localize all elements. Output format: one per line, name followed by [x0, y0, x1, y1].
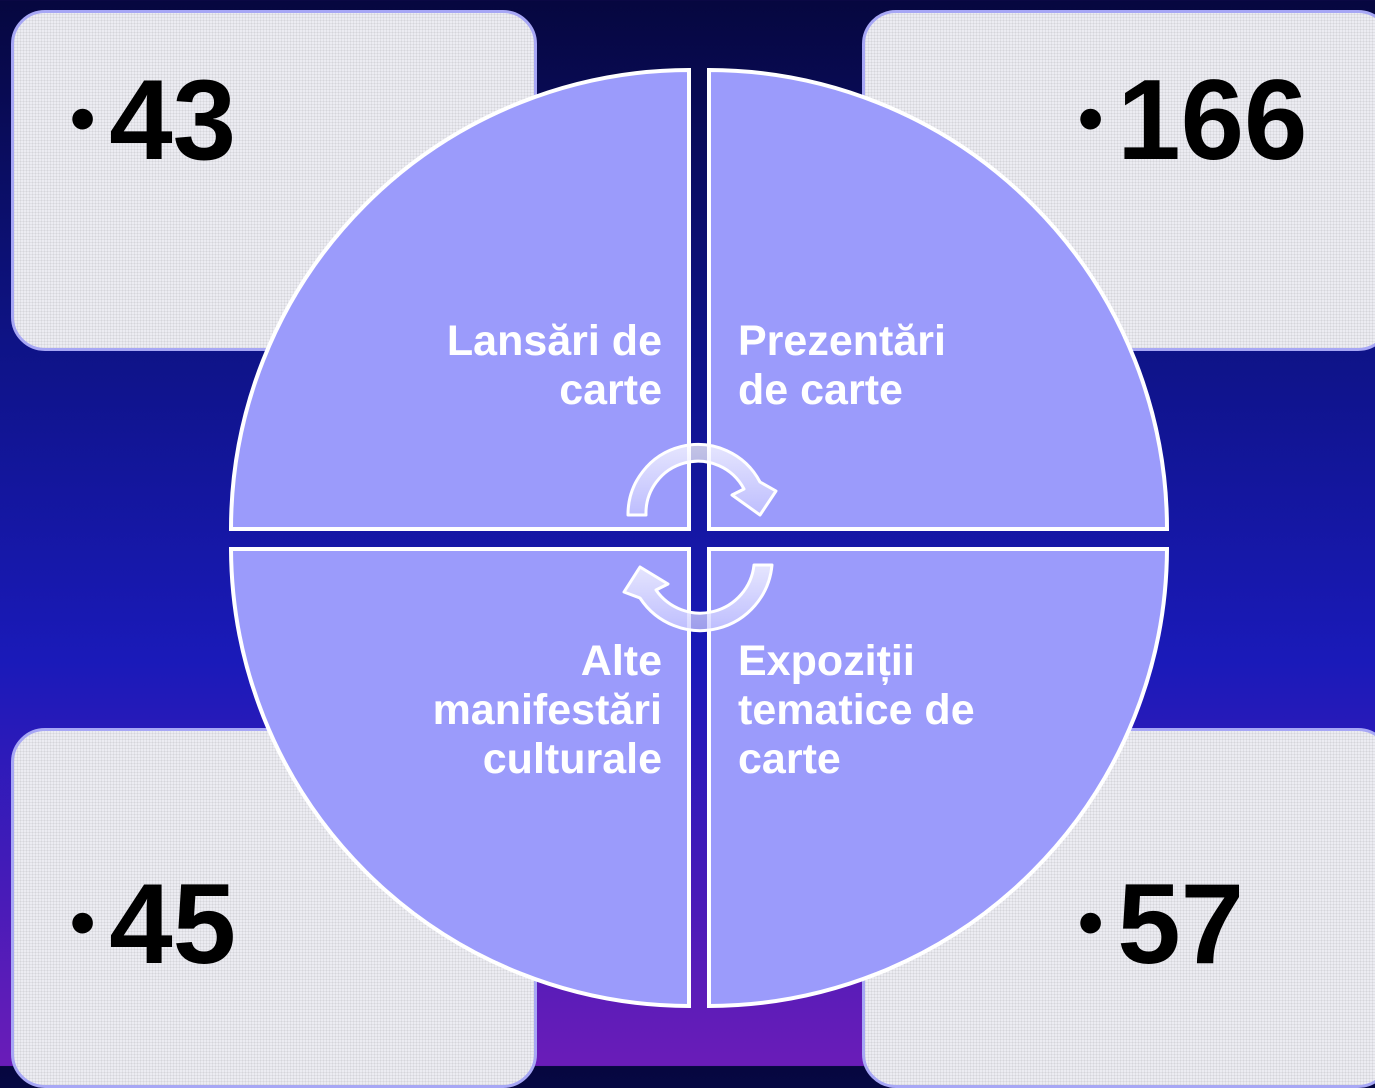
quadrant-label-bottom-right: Expoziții tematice de carte	[738, 637, 975, 783]
cycle-diagram	[228, 67, 1170, 1009]
count-value-top-right: •166	[1078, 57, 1308, 184]
count-value-bottom-left: •45	[70, 861, 237, 988]
quadrant-label-top-left: Lansări de carte	[446, 317, 662, 414]
quadrant-top-left	[228, 67, 691, 531]
quadrant-top-right	[707, 67, 1170, 531]
quadrant-bottom-left	[228, 547, 691, 1009]
cycle-arrow-icon	[626, 442, 778, 517]
quadrant-label-bottom-left: Alte manifestări culturale	[432, 637, 662, 783]
count-value-bottom-right: •57	[1078, 861, 1245, 988]
cycle-arrow-icon	[622, 563, 774, 633]
quadrant-bottom-right	[707, 547, 1170, 1009]
count-value-top-left: •43	[70, 57, 237, 184]
quadrant-label-top-right: Prezentări de carte	[738, 317, 946, 414]
